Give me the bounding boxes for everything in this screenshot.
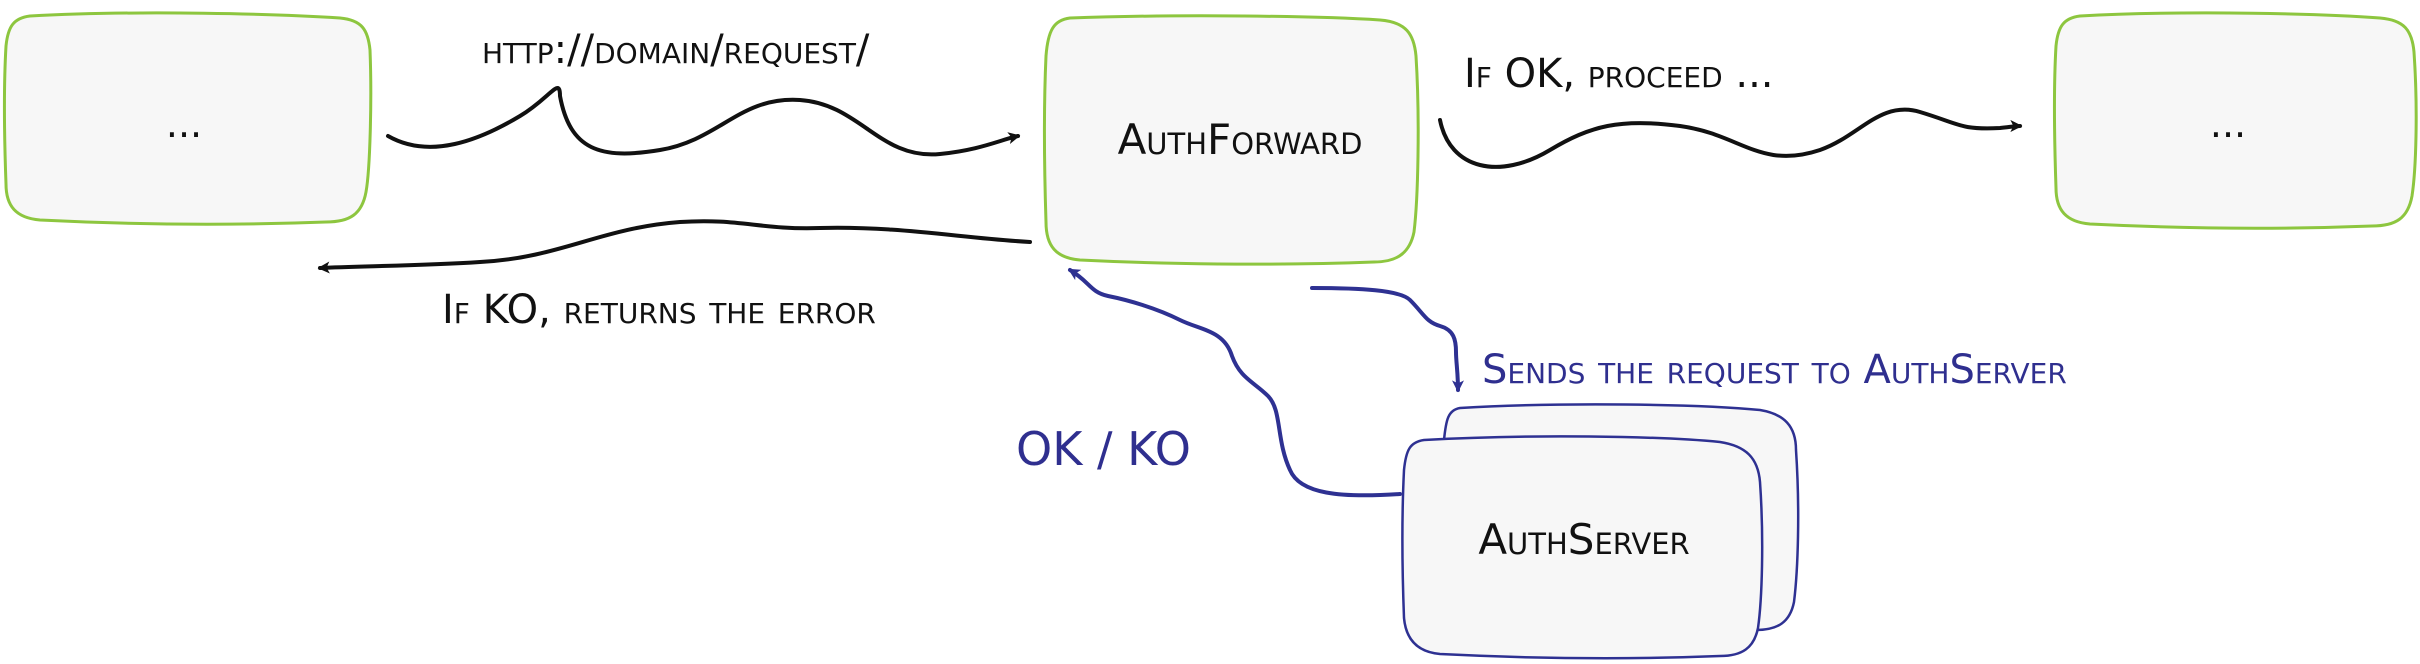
client-node-label: ... [165, 102, 203, 146]
auth-result-arrow [1067, 268, 1402, 498]
proceed-arrow [1438, 107, 2023, 169]
auth-server-box-front [1401, 435, 1764, 660]
send-to-auth-arrow [1310, 286, 1464, 393]
service-node-label: ... [2209, 102, 2247, 146]
auth-forward-box [1043, 14, 1420, 266]
service-box [2053, 11, 2418, 230]
error-edge-label: If KO, returns the error [442, 287, 876, 333]
request-edge-label: http://domain/request/ [482, 27, 870, 73]
request-arrow [386, 86, 1021, 157]
auth-forward-node-label: AuthForward [1117, 115, 1363, 164]
auth-server-node-label: AuthServer [1478, 515, 1690, 564]
send-to-auth-edge-label: Sends the request to AuthServer [1482, 347, 2067, 393]
client-box [3, 11, 373, 226]
auth-result-edge-label: OK / KO [1016, 422, 1191, 476]
error-arrow [317, 219, 1032, 274]
proceed-edge-label: If OK, proceed ... [1464, 51, 1774, 97]
